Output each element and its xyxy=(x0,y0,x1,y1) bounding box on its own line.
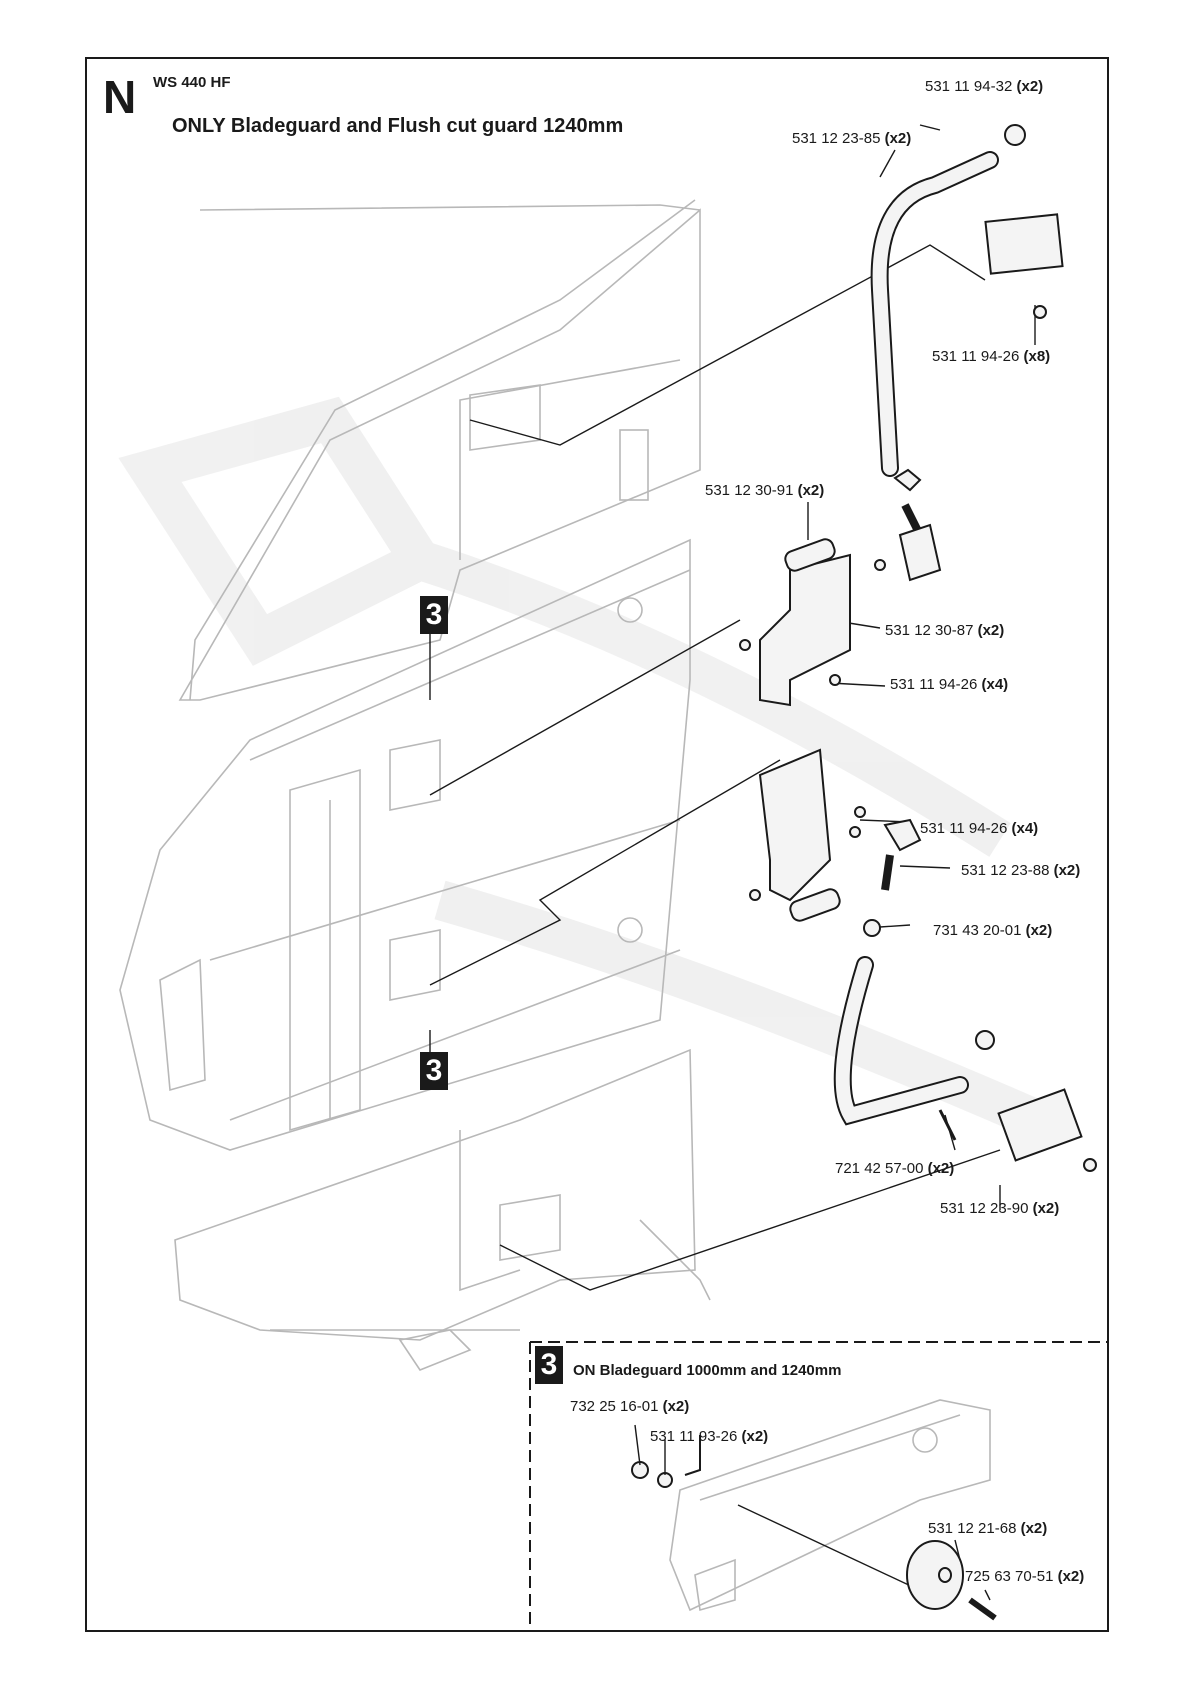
handle-pipe-upper xyxy=(870,124,1064,582)
detail-label-725-63-70-51: 725 63 70-51 (x2) xyxy=(965,1568,1085,1585)
part-label-531-12-23-90: 531 12 23-90 (x2) xyxy=(940,1200,1060,1217)
part-label-531-11-94-26-x4-b: 531 11 94-26 (x4) xyxy=(920,820,1039,837)
brackets-middle xyxy=(739,538,886,922)
detail-title: ON Bladeguard 1000mm and 1240mm xyxy=(573,1362,842,1379)
detail-label-531-11-93-26: 531 11 93-26 (x2) xyxy=(650,1428,769,1445)
detail-box xyxy=(529,1341,1108,1630)
detail-label-531-12-21-68: 531 12 21-68 (x2) xyxy=(928,1520,1048,1537)
part-label-531-12-23-85: 531 12 23-85 (x2) xyxy=(792,130,912,147)
detail-parts xyxy=(631,1424,997,1621)
blade-guard-outlines xyxy=(119,199,711,1371)
part-label-531-11-94-26-x8: 531 11 94-26 (x8) xyxy=(932,348,1051,365)
part-label-731-43-20-01: 731 43 20-01 (x2) xyxy=(933,922,1053,939)
callout-badge-3-top: 3 xyxy=(420,596,448,634)
part-label-531-11-94-26-x4-a: 531 11 94-26 (x4) xyxy=(890,676,1009,693)
callout-badge-3-bottom: 3 xyxy=(420,1052,448,1090)
section-letter: N xyxy=(103,71,137,123)
model-name: WS 440 HF xyxy=(153,74,231,91)
part-label-531-12-30-87: 531 12 30-87 (x2) xyxy=(885,622,1005,639)
detail-guard-outline xyxy=(669,1399,991,1612)
part-label-531-11-94-32: 531 11 94-32 (x2) xyxy=(925,78,1044,95)
part-label-721-42-57-00: 721 42 57-00 (x2) xyxy=(835,1160,955,1177)
handle-pipe-lower xyxy=(833,818,1097,1172)
page-border xyxy=(85,57,1109,1632)
detail-badge: 3 xyxy=(535,1346,563,1384)
diagram-title: ONLY Bladeguard and Flush cut guard 1240… xyxy=(172,115,624,137)
part-label-531-12-23-88: 531 12 23-88 (x2) xyxy=(961,862,1081,879)
part-label-531-12-30-91: 531 12 30-91 (x2) xyxy=(705,482,825,499)
detail-label-732-25-16-01: 732 25 16-01 (x2) xyxy=(570,1398,690,1415)
